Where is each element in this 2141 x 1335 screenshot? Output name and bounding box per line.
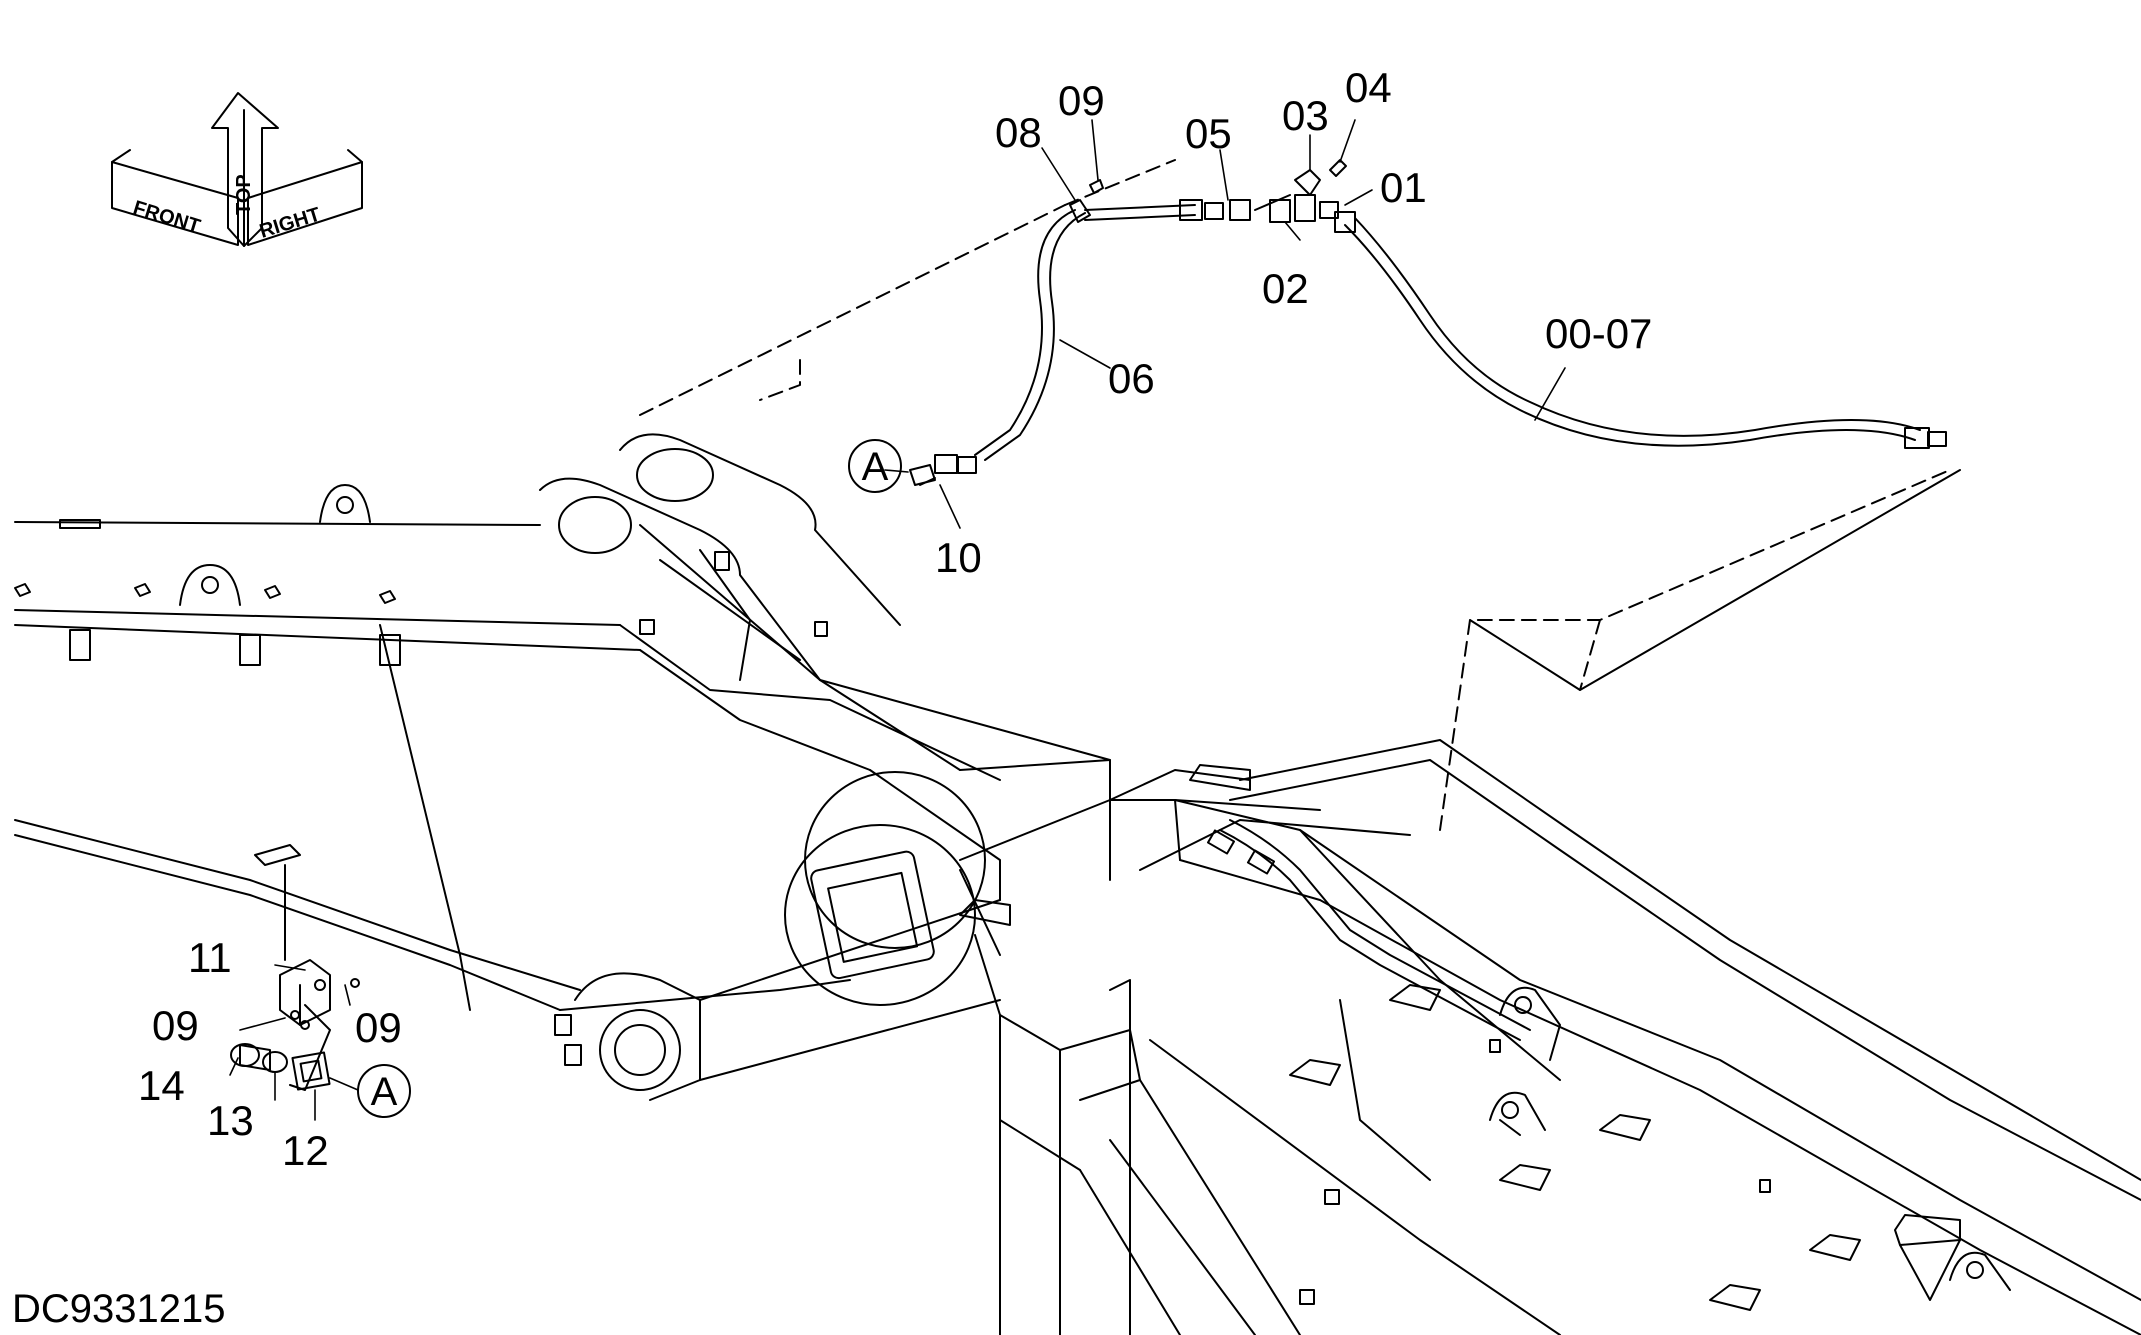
part-label-11: 11 bbox=[188, 934, 232, 981]
part-labels: 09 08 05 03 04 01 02 00-07 06 10 11 09 0… bbox=[138, 64, 1652, 1174]
part-label-12: 12 bbox=[282, 1127, 329, 1174]
drawing-number: DC9331215 bbox=[12, 1287, 226, 1331]
part-label-01: 01 bbox=[1380, 164, 1427, 211]
part-label-08: 08 bbox=[995, 109, 1042, 156]
callout-a-upper-circle bbox=[848, 439, 902, 493]
boom-routed-hose bbox=[1206, 819, 1531, 1041]
front-arrow-icon bbox=[111, 161, 239, 246]
part-label-13: 13 bbox=[207, 1097, 254, 1144]
fitting-10 bbox=[909, 454, 977, 486]
part-label-05: 05 bbox=[1185, 110, 1232, 157]
boom-lower-legs bbox=[999, 979, 1561, 1335]
boom-upper-edge bbox=[1469, 469, 1961, 691]
orientation-indicator bbox=[111, 92, 363, 247]
leader-lines bbox=[229, 119, 1566, 1121]
boom-nose-bracket bbox=[539, 433, 1111, 881]
callout-a-lower-letter: A bbox=[371, 1070, 398, 1114]
part-label-00-07: 00-07 bbox=[1545, 310, 1652, 357]
bracket-assembly bbox=[230, 844, 360, 1091]
callout-a-lower-circle bbox=[357, 1064, 411, 1118]
orientation-top-label: TOP bbox=[233, 174, 255, 215]
part-label-09-right: 09 bbox=[355, 1004, 402, 1051]
lower-hinge-lug bbox=[554, 899, 1001, 1101]
orientation-right-label: RIGHT bbox=[257, 204, 323, 243]
hose-06 bbox=[974, 199, 1224, 461]
part-label-09-top: 09 bbox=[1058, 77, 1105, 124]
orientation-front-label: FRONT bbox=[131, 197, 203, 238]
part-label-03: 03 bbox=[1282, 92, 1329, 139]
center-pin-boss bbox=[784, 769, 1411, 1171]
part-label-09-left: 09 bbox=[152, 1002, 199, 1049]
callout-a-upper-letter: A bbox=[862, 445, 889, 489]
orientation-labels: TOP FRONT RIGHT bbox=[131, 174, 323, 243]
part-label-04: 04 bbox=[1345, 64, 1392, 111]
part-label-10: 10 bbox=[935, 534, 982, 581]
boom-upper-outline bbox=[639, 159, 1951, 831]
right-arrow-icon bbox=[247, 161, 363, 246]
part-label-06: 06 bbox=[1108, 355, 1155, 402]
part-label-02: 02 bbox=[1262, 265, 1309, 312]
boom-right-section bbox=[959, 739, 2141, 1335]
fitting-cluster bbox=[1229, 159, 1347, 223]
hose-00-07 bbox=[1334, 211, 1947, 449]
arm-body bbox=[14, 484, 1001, 1011]
part-label-14: 14 bbox=[138, 1062, 185, 1109]
clamp-08 bbox=[1069, 179, 1104, 223]
